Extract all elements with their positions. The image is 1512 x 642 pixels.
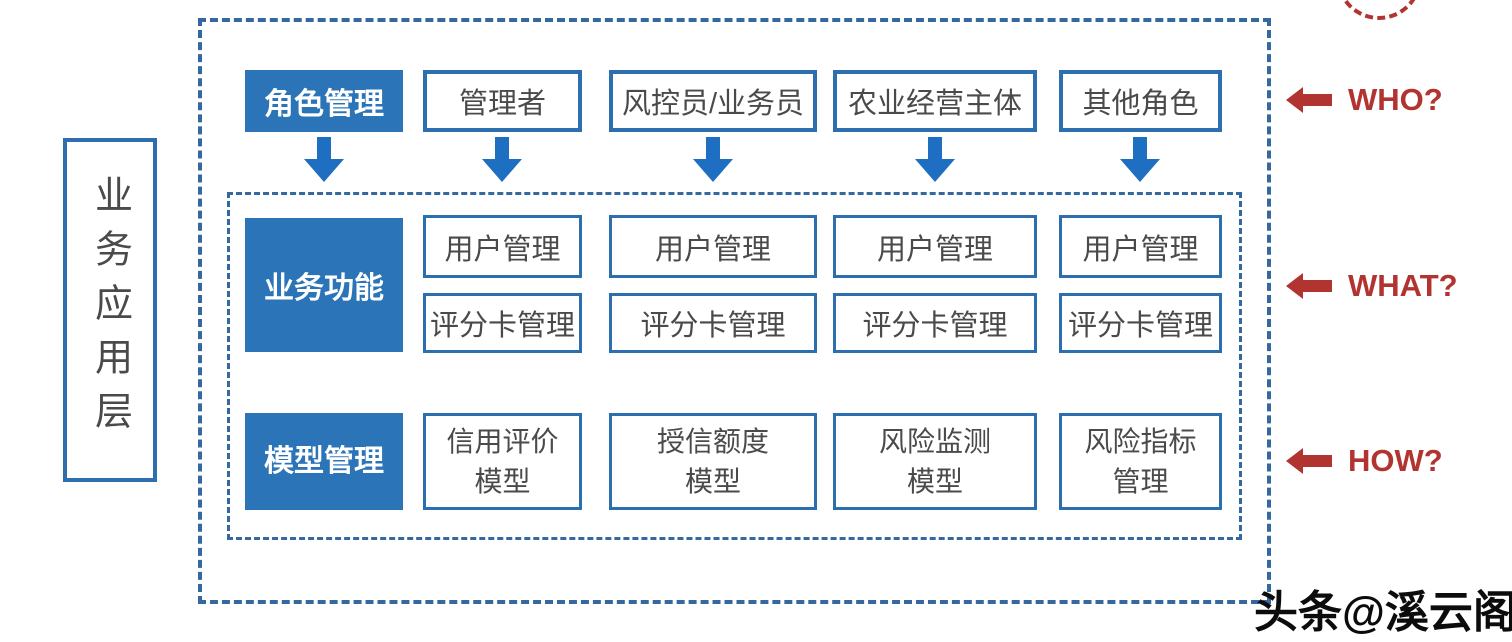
red-dashed-circle bbox=[1336, 0, 1422, 20]
role-box-risk-officer: 风控员/业务员 bbox=[609, 70, 817, 132]
down-arrow-icon bbox=[1120, 137, 1160, 182]
model-management-header: 模型管理 bbox=[245, 413, 403, 510]
annotation-how: HOW? bbox=[1286, 441, 1512, 481]
model-line: 授信额度 bbox=[656, 425, 769, 457]
down-arrow-icon bbox=[304, 137, 344, 182]
annotation-what: WHAT? bbox=[1286, 266, 1512, 306]
model-line: 模型 bbox=[906, 465, 963, 497]
user-management-box: 用户管理 bbox=[609, 215, 817, 278]
left-arrow-icon bbox=[1286, 273, 1332, 299]
left-arrow-icon bbox=[1286, 87, 1332, 113]
credit-evaluation-model-box: 信用评价 模型 bbox=[423, 413, 582, 510]
model-line: 信用评价 bbox=[446, 425, 559, 457]
scorecard-management-box: 评分卡管理 bbox=[423, 293, 582, 353]
model-line: 风险指标 bbox=[1084, 425, 1197, 457]
user-management-box: 用户管理 bbox=[1059, 215, 1222, 278]
risk-indicator-management-box: 风险指标 管理 bbox=[1059, 413, 1222, 510]
layer-label-box: 业务应用层 bbox=[63, 138, 157, 482]
annotation-who-label: WHO? bbox=[1348, 82, 1443, 117]
scorecard-management-box: 评分卡管理 bbox=[609, 293, 817, 353]
role-box-agri-entity: 农业经营主体 bbox=[833, 70, 1037, 132]
down-arrow-icon bbox=[482, 137, 522, 182]
watermark-text: 头条@溪云阁 bbox=[1254, 588, 1512, 637]
model-line: 模型 bbox=[474, 465, 531, 497]
annotation-who: WHO? bbox=[1286, 80, 1512, 120]
layer-label: 业务应用层 bbox=[88, 175, 131, 445]
model-line: 管理 bbox=[1112, 465, 1169, 497]
role-management-header: 角色管理 bbox=[245, 70, 403, 132]
scorecard-management-box: 评分卡管理 bbox=[1059, 293, 1222, 353]
user-management-box: 用户管理 bbox=[833, 215, 1037, 278]
scorecard-management-box: 评分卡管理 bbox=[833, 293, 1037, 353]
left-arrow-icon bbox=[1286, 448, 1332, 474]
inner-dashed-container bbox=[227, 192, 1242, 540]
business-function-header: 业务功能 bbox=[245, 218, 403, 352]
annotation-how-label: HOW? bbox=[1348, 443, 1443, 478]
model-line: 模型 bbox=[684, 465, 741, 497]
risk-monitoring-model-box: 风险监测 模型 bbox=[833, 413, 1037, 510]
role-box-other: 其他角色 bbox=[1059, 70, 1222, 132]
role-box-manager: 管理者 bbox=[423, 70, 582, 132]
credit-limit-model-box: 授信额度 模型 bbox=[609, 413, 817, 510]
model-line: 风险监测 bbox=[878, 425, 991, 457]
down-arrow-icon bbox=[693, 137, 733, 182]
down-arrow-icon bbox=[915, 137, 955, 182]
user-management-box: 用户管理 bbox=[423, 215, 582, 278]
annotation-what-label: WHAT? bbox=[1348, 268, 1458, 303]
outer-dashed-container bbox=[198, 18, 1271, 604]
